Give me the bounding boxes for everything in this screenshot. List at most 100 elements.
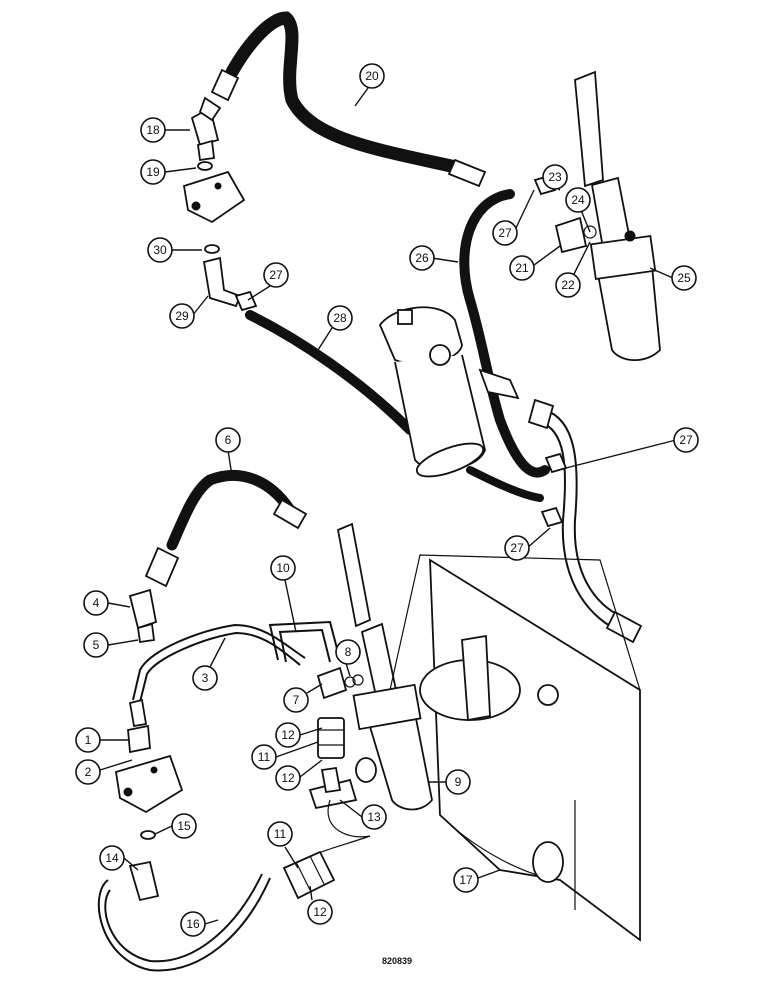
fitting-21 bbox=[554, 216, 597, 254]
callout-12-c: 12 bbox=[307, 899, 333, 925]
callout-8: 8 bbox=[335, 639, 361, 665]
tube-3 bbox=[132, 623, 306, 701]
svg-text:16: 16 bbox=[186, 917, 200, 931]
callout-27-c: 27 bbox=[673, 427, 699, 453]
svg-text:20: 20 bbox=[365, 69, 379, 83]
callout-13: 13 bbox=[361, 804, 387, 830]
callout-27-a: 27 bbox=[263, 262, 289, 288]
svg-text:11: 11 bbox=[274, 827, 287, 841]
callout-11-upper: 11 bbox=[251, 744, 277, 770]
callout-3: 3 bbox=[192, 665, 218, 691]
fittings-7-8 bbox=[316, 666, 364, 700]
callout-22: 22 bbox=[555, 272, 581, 298]
svg-text:9: 9 bbox=[455, 775, 462, 789]
svg-text:15: 15 bbox=[177, 819, 191, 833]
svg-text:27: 27 bbox=[269, 268, 283, 282]
callout-18: 18 bbox=[140, 117, 166, 143]
svg-text:27: 27 bbox=[679, 433, 693, 447]
svg-text:10: 10 bbox=[276, 561, 290, 575]
callout-20: 20 bbox=[359, 63, 385, 89]
callout-19: 19 bbox=[140, 159, 166, 185]
svg-text:28: 28 bbox=[333, 311, 347, 325]
svg-text:19: 19 bbox=[146, 165, 160, 179]
sensor-wire bbox=[305, 799, 371, 861]
callout-1: 1 bbox=[75, 727, 101, 753]
callout-28: 28 bbox=[327, 305, 353, 331]
o-ring-15 bbox=[140, 830, 156, 840]
callout-23: 23 bbox=[542, 164, 568, 190]
hose-20 bbox=[225, 11, 467, 175]
callout-25: 25 bbox=[671, 265, 697, 291]
hose-6-fitting bbox=[144, 546, 180, 588]
svg-text:25: 25 bbox=[677, 271, 691, 285]
svg-text:5: 5 bbox=[93, 638, 100, 652]
fitting-18 bbox=[190, 96, 222, 162]
svg-text:6: 6 bbox=[225, 433, 232, 447]
svg-text:22: 22 bbox=[561, 278, 575, 292]
hose-20-upper-fitting bbox=[210, 68, 240, 102]
valve-block-upper bbox=[182, 170, 246, 224]
callout-24: 24 bbox=[565, 187, 591, 213]
callout-27-d: 27 bbox=[504, 535, 530, 561]
svg-text:11: 11 bbox=[258, 750, 271, 764]
fitting-1-2 bbox=[127, 698, 151, 754]
valve-block-lower bbox=[114, 754, 184, 814]
svg-text:7: 7 bbox=[293, 693, 300, 707]
o-ring-19 bbox=[197, 161, 213, 171]
hose-6 bbox=[166, 469, 296, 551]
svg-text:8: 8 bbox=[345, 645, 352, 659]
hose-20-lower-fitting bbox=[447, 158, 487, 188]
callout-26: 26 bbox=[409, 245, 435, 271]
svg-text:30: 30 bbox=[153, 243, 167, 257]
svg-text:3: 3 bbox=[202, 671, 209, 685]
callout-15: 15 bbox=[171, 813, 197, 839]
svg-text:23: 23 bbox=[548, 170, 562, 184]
callout-17: 17 bbox=[453, 867, 479, 893]
svg-text:17: 17 bbox=[459, 873, 473, 887]
svg-text:27: 27 bbox=[498, 226, 512, 240]
svg-text:13: 13 bbox=[367, 810, 381, 824]
svg-text:21: 21 bbox=[515, 261, 529, 275]
reference-code: 820839 bbox=[382, 956, 413, 966]
callout-10: 10 bbox=[270, 555, 296, 581]
callout-12-b: 12 bbox=[275, 765, 301, 791]
callout-2: 2 bbox=[75, 759, 101, 785]
callout-6: 6 bbox=[215, 427, 241, 453]
callout-16: 16 bbox=[180, 911, 206, 937]
fitting-filter-outlet bbox=[478, 368, 520, 400]
svg-text:2: 2 bbox=[85, 765, 92, 779]
svg-text:12: 12 bbox=[281, 728, 295, 742]
svg-text:1: 1 bbox=[85, 733, 92, 747]
callout-29: 29 bbox=[169, 303, 195, 329]
nut-27-a bbox=[234, 290, 258, 312]
fitting-4 bbox=[128, 588, 158, 644]
filter-assembly bbox=[378, 306, 486, 478]
svg-text:26: 26 bbox=[415, 251, 429, 265]
tank-17 bbox=[389, 554, 641, 942]
tube-10 bbox=[268, 620, 341, 661]
hose-26 bbox=[459, 189, 550, 478]
check-valve-11-upper bbox=[317, 717, 345, 759]
callout-11-lower: 11 bbox=[267, 821, 293, 847]
check-valve-11-lower bbox=[282, 850, 336, 900]
hose-28 bbox=[245, 310, 415, 435]
callout-27-b: 27 bbox=[492, 220, 518, 246]
callout-4: 4 bbox=[83, 590, 109, 616]
valve-9 bbox=[336, 522, 433, 811]
callout-30: 30 bbox=[147, 237, 173, 263]
svg-text:12: 12 bbox=[281, 771, 295, 785]
svg-text:14: 14 bbox=[105, 851, 119, 865]
svg-text:4: 4 bbox=[93, 596, 100, 610]
svg-text:29: 29 bbox=[175, 309, 189, 323]
o-ring-30 bbox=[204, 244, 220, 254]
return-pipe bbox=[544, 409, 631, 621]
callout-5: 5 bbox=[83, 632, 109, 658]
svg-text:24: 24 bbox=[571, 193, 585, 207]
tee-13 bbox=[308, 766, 358, 810]
elbow-14 bbox=[128, 860, 160, 902]
svg-text:18: 18 bbox=[146, 123, 160, 137]
callout-14: 14 bbox=[99, 845, 125, 871]
elbow-29 bbox=[202, 256, 242, 308]
callout-12-a: 12 bbox=[275, 722, 301, 748]
